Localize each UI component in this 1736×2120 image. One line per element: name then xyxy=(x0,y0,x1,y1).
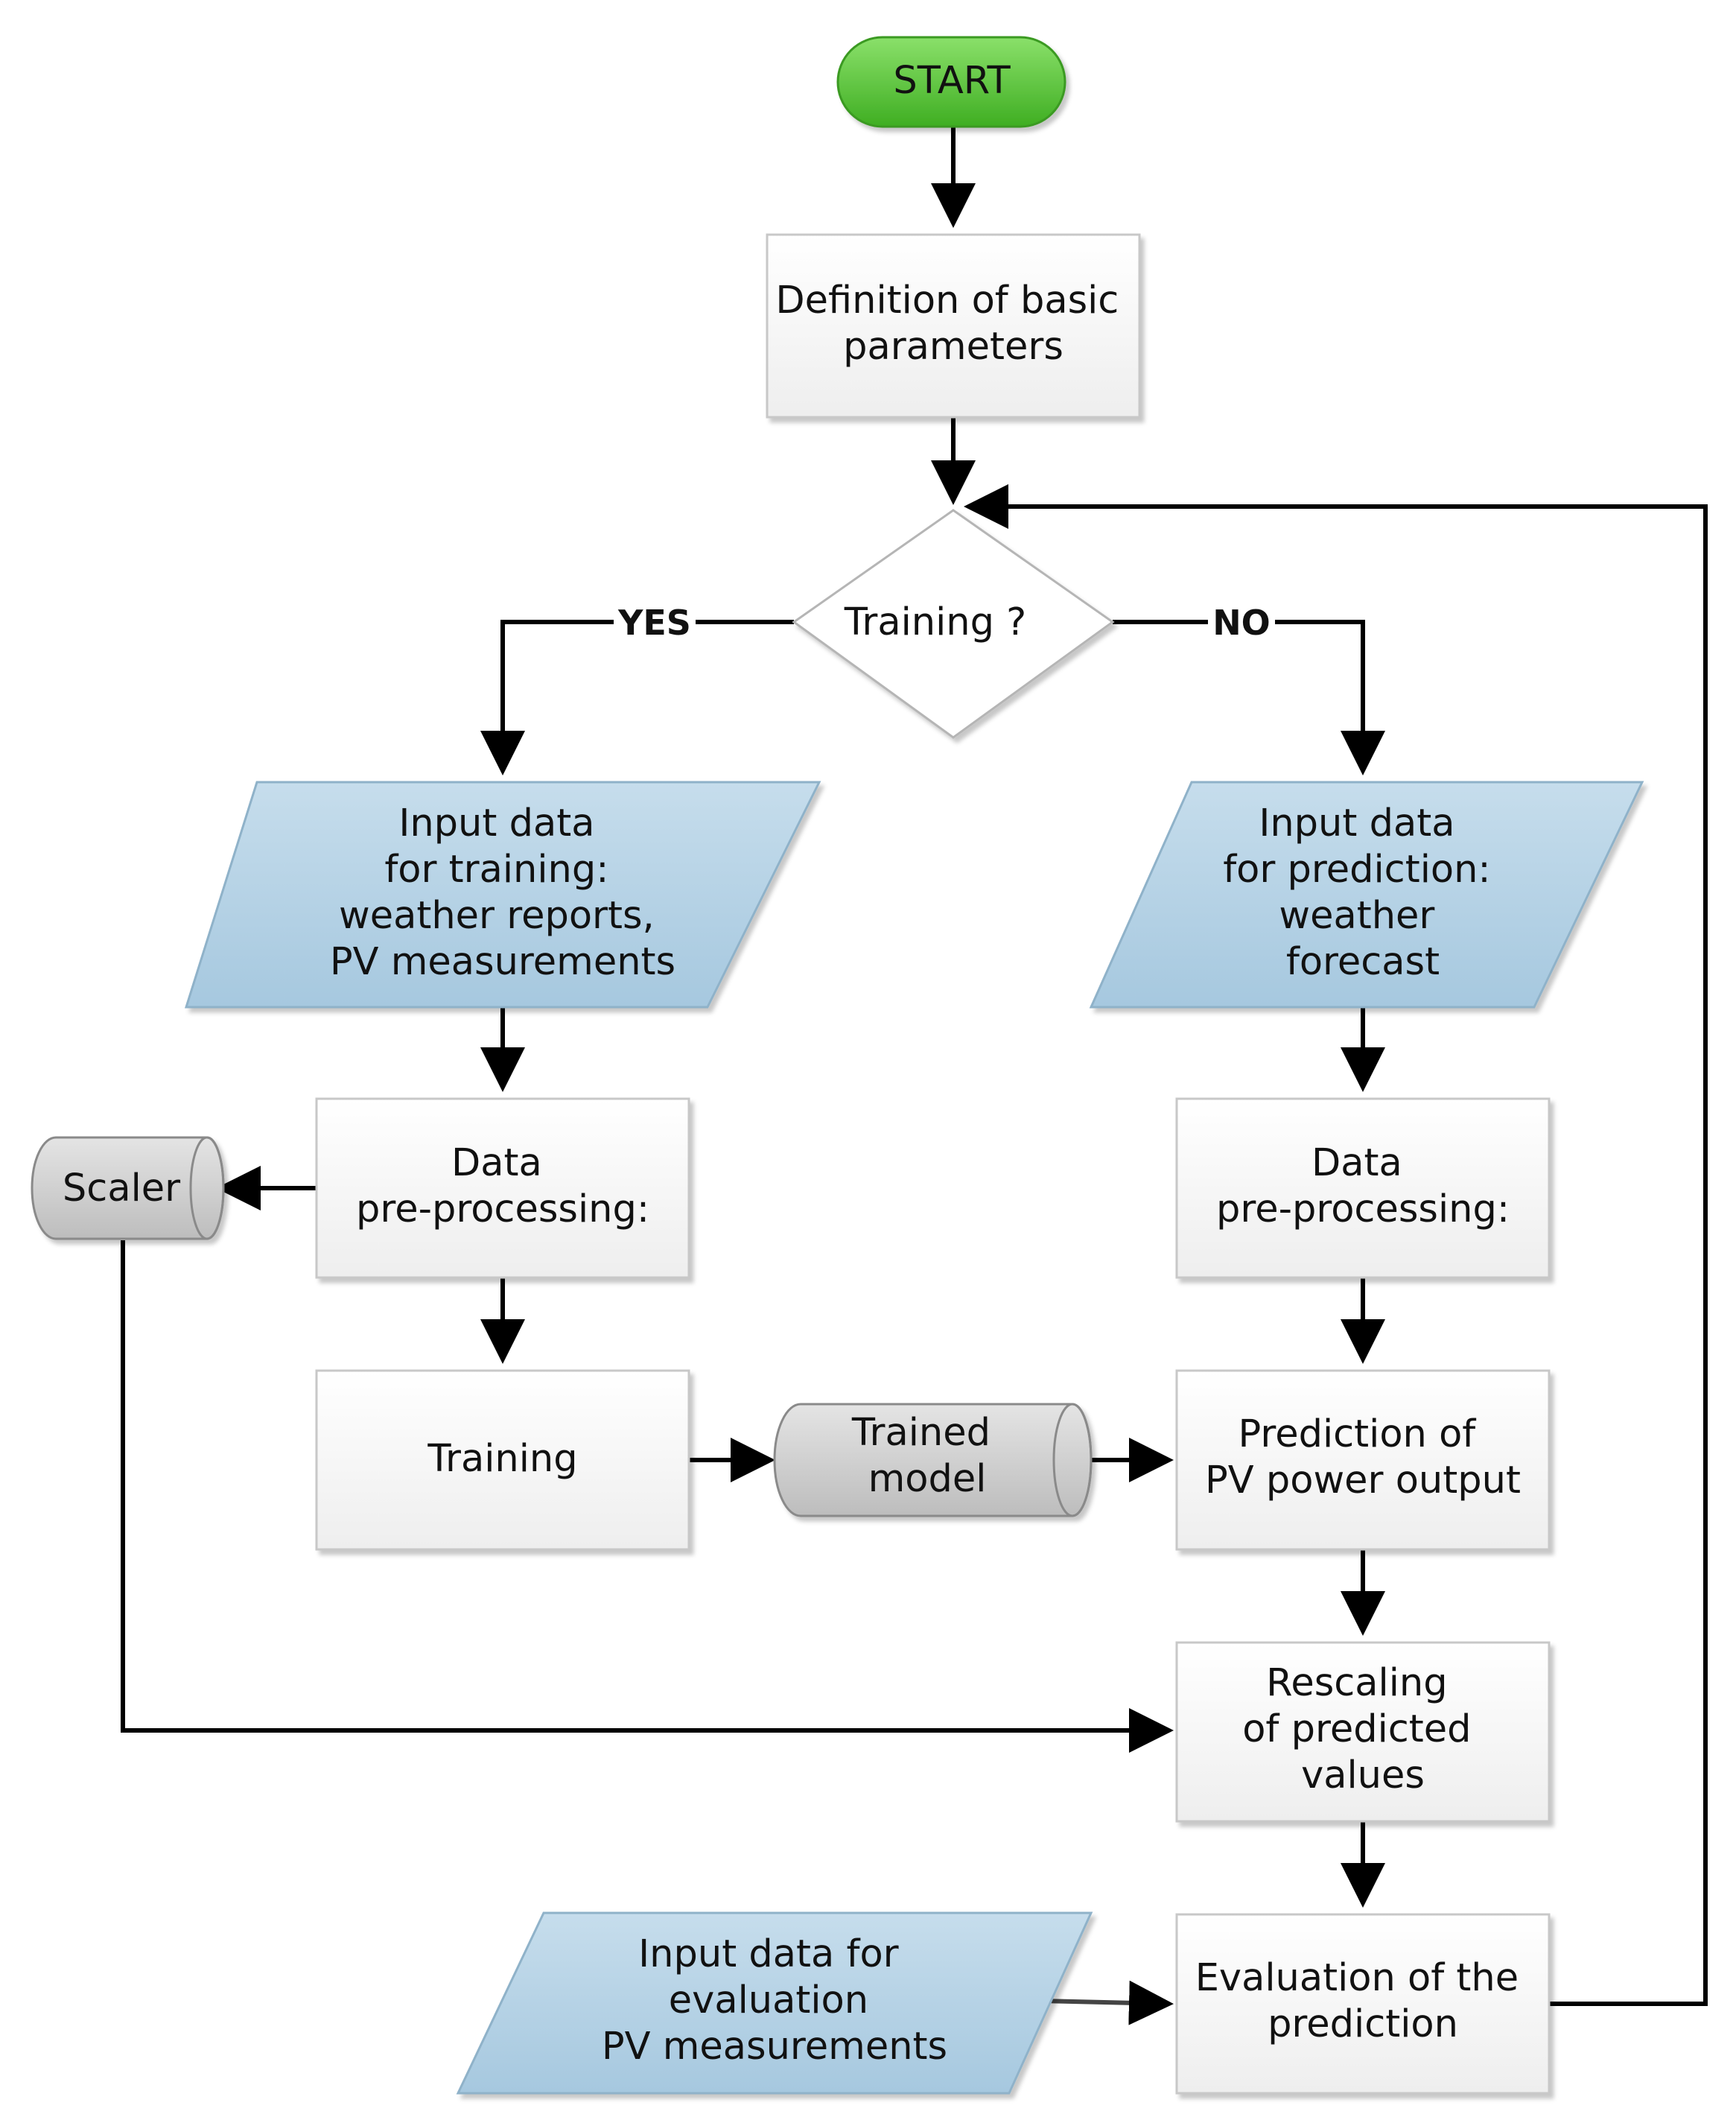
preprocessing-right-box xyxy=(1175,1097,1551,1279)
arrow-input-eval-to-evaluation xyxy=(1040,1980,1174,2025)
arrow-no-to-input-prediction xyxy=(1113,620,1385,775)
input-evaluation-data xyxy=(456,1911,1093,2095)
evaluation-label: Evaluation of the prediction xyxy=(1195,1956,1531,2046)
prediction-label: Prediction of PV power output xyxy=(1205,1412,1521,1502)
connectors xyxy=(121,127,1708,2025)
start-label: START xyxy=(893,59,1011,103)
training-box xyxy=(315,1369,690,1551)
preprocessing-left-box xyxy=(315,1097,690,1279)
scaler-label: Scaler xyxy=(63,1167,180,1210)
trained-model-store xyxy=(773,1403,1093,1517)
rescaling-label: Rescaling of predicted values xyxy=(1242,1661,1484,1797)
start-terminal xyxy=(836,36,1066,128)
input-training-data xyxy=(184,781,821,1009)
training-label: Training xyxy=(427,1437,577,1481)
yes-label: YES xyxy=(617,603,691,643)
definition-box xyxy=(766,233,1141,419)
arrow-evaluation-loop-back xyxy=(964,484,1708,2006)
training-decision xyxy=(792,509,1115,739)
input-prediction-label: Input data for prediction: weather forec… xyxy=(1223,802,1503,984)
preprocessing-left-label: Data pre-processing: xyxy=(356,1141,649,1231)
arrow-scaler-to-rescaling xyxy=(121,1240,1174,1753)
preprocessing-right-label: Data pre-processing: xyxy=(1216,1141,1510,1231)
input-prediction-data xyxy=(1089,781,1644,1009)
arrow-yes-to-input-training xyxy=(480,620,794,775)
definition-label: Definition of basic parameters xyxy=(775,279,1131,369)
prediction-box xyxy=(1175,1369,1551,1551)
evaluation-box xyxy=(1175,1913,1551,2095)
input-training-label: Input data for training: weather reports… xyxy=(330,802,675,984)
input-evaluation-label: Input data for evaluation PV measurement… xyxy=(602,1932,947,2069)
decision-label: Training ? xyxy=(844,600,1027,644)
trained-model-label: Trained model xyxy=(851,1411,1002,1501)
no-label: NO xyxy=(1212,603,1271,643)
scaler-store xyxy=(31,1136,225,1240)
rescaling-box xyxy=(1175,1641,1551,1823)
